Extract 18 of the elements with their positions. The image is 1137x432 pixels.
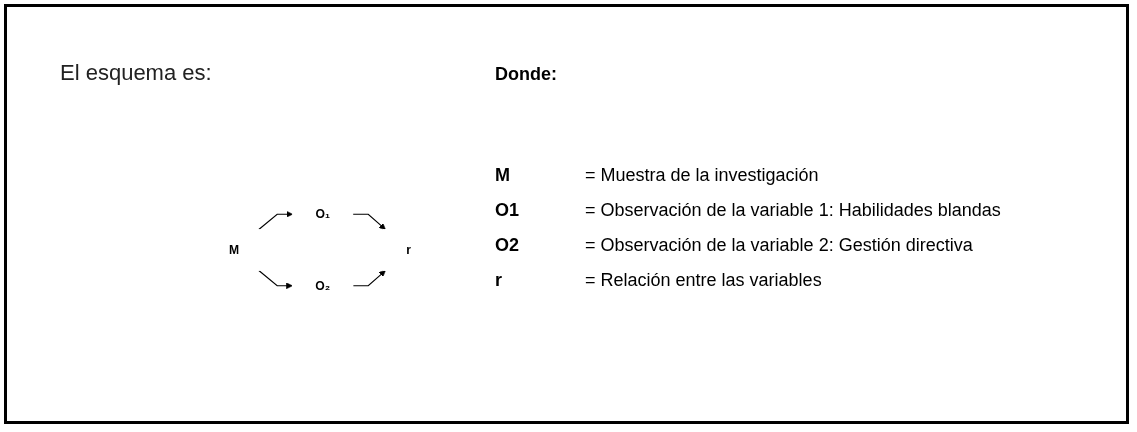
symbol-label: O2: [495, 235, 520, 256]
arrow: [258, 270, 293, 290]
definition-text: = Muestra de la investigación: [585, 165, 820, 186]
node-text: O₁: [315, 207, 330, 221]
definition-text: = Observación de la variable 2: Gestión directiva: [585, 235, 974, 256]
node-text: M: [228, 243, 240, 257]
heading: Donde:: [495, 64, 557, 85]
definition-text: = Relación entre las variables: [585, 270, 823, 291]
node-text: O₂: [315, 278, 331, 292]
arrow: [258, 210, 293, 230]
title: El esquema es:: [60, 60, 212, 86]
symbol-label: M: [495, 165, 511, 186]
definition-text: = Observación de la variable 1: Habilidades blandas: [585, 200, 1001, 221]
arrow: [352, 213, 386, 230]
symbol-label: r: [495, 270, 503, 291]
arrow: [352, 270, 386, 287]
symbol-label: O1: [495, 200, 520, 221]
node-text: r: [406, 243, 412, 257]
